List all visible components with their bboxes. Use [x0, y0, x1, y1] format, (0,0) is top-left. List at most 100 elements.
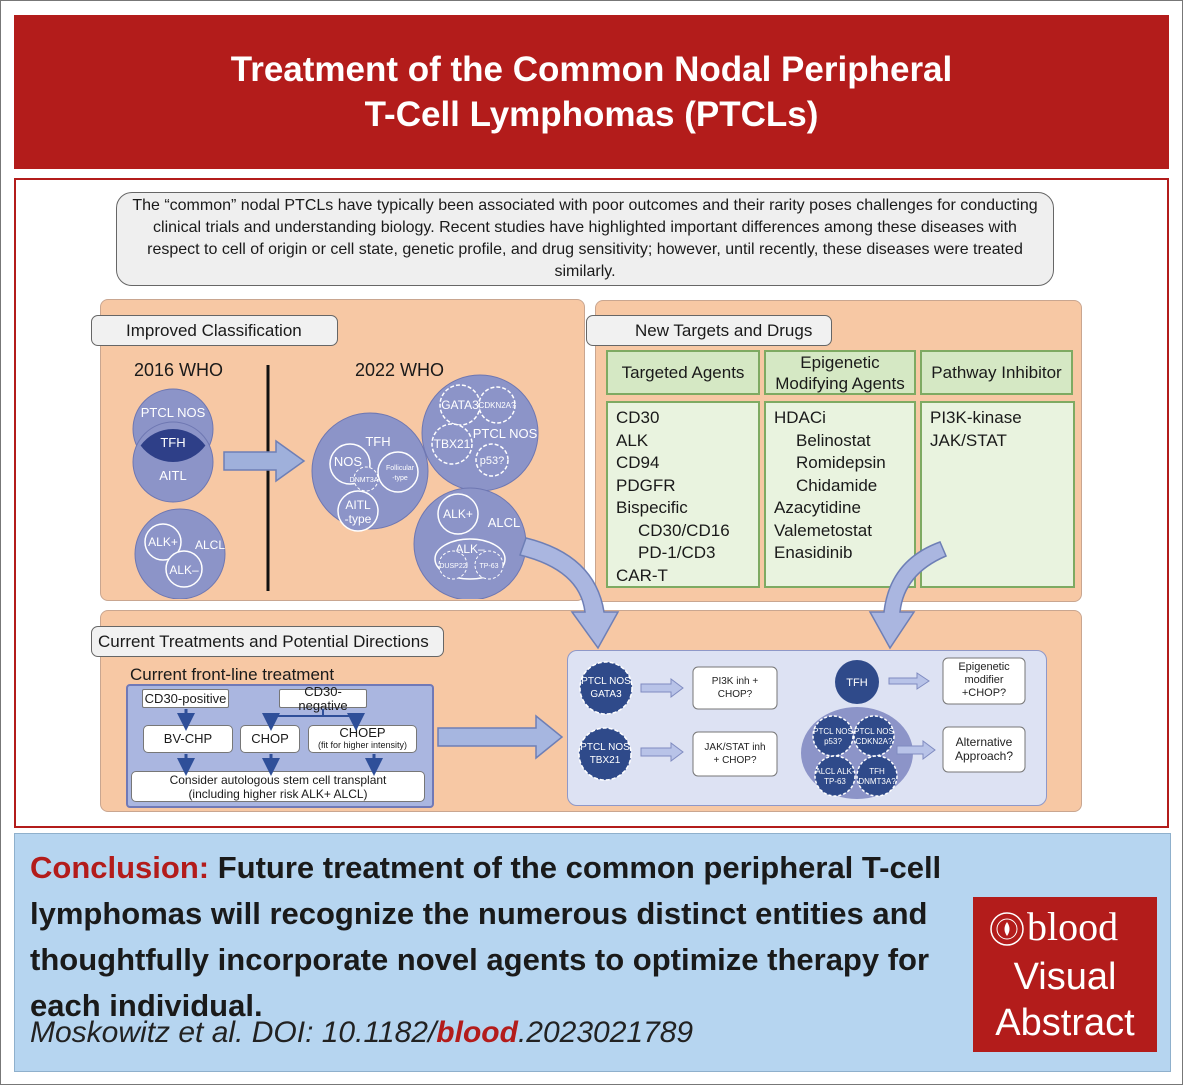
- right-p53-text: p53?: [480, 455, 504, 467]
- treatments-label-text: Current Treatments and Potential Directi…: [98, 631, 429, 651]
- citation-prefix: Moskowitz et al. DOI: 10.1182/: [30, 1016, 437, 1049]
- bv-chp-text: BV-CHP: [163, 731, 213, 746]
- left-alcl-text: ALCL: [195, 538, 225, 552]
- right-cdkn2a-circle: [478, 386, 516, 424]
- right-p53-circle: [475, 443, 509, 477]
- pi3k-text-2: CHOP?: [718, 689, 753, 700]
- left-alk-pos-circle: [144, 523, 182, 561]
- targets-label: New Targets and Drugs: [586, 315, 832, 346]
- right-tbx21-circle: [431, 423, 473, 465]
- cluster-arrow: [896, 740, 936, 760]
- cluster-cdkn2a-text-2: CDKN2A?: [856, 737, 893, 746]
- right-tfh-text: TFH: [365, 434, 390, 449]
- drug-item: CD30: [616, 408, 660, 427]
- drug-item: PD-1/CD3: [638, 543, 716, 562]
- drug-item: CAR-T: [616, 565, 668, 585]
- drug-item: HDACi: [774, 408, 826, 427]
- future-directions-diagram: PTCL NOS GATA3 PI3K inh + CHOP? PTCL NOS…: [578, 657, 1026, 799]
- drug-item: Belinostat: [796, 430, 871, 450]
- title-banner: Treatment of the Common Nodal Peripheral…: [14, 15, 1169, 169]
- future-gata3-text-2: GATA3: [590, 689, 622, 700]
- drug-item: PDGFR: [616, 475, 676, 495]
- left-curved-arrow: [519, 537, 620, 650]
- cd30-negative-text: CD30-negative: [298, 683, 348, 713]
- targets-label-text: New Targets and Drugs: [635, 320, 813, 340]
- drug-item: CD30/CD16: [638, 520, 730, 540]
- future-gata3-circle: [579, 661, 633, 715]
- main-content-frame: [14, 178, 1169, 828]
- transplant-text-2: (including higher risk ALK+ ALCL): [188, 786, 368, 801]
- epi-text-1: Epigenetic: [958, 661, 1010, 673]
- tfh-overlap: [140, 428, 206, 463]
- right-dnmt3a-text: DNMT3A?: [350, 477, 383, 484]
- right-tbx21-text: TBX21: [434, 437, 471, 451]
- drug-item: Romidepsin: [796, 453, 886, 472]
- drug-item: CD94: [616, 453, 660, 472]
- future-tbx21-text-1: PTCL NOS: [580, 742, 630, 753]
- blood-visual-abstract-logo: blood Visual Abstract: [973, 897, 1157, 1052]
- epigenetic-agents-header: Epigenetic Modifying Agents: [764, 350, 916, 395]
- classification-label: Improved Classification: [91, 315, 338, 346]
- left-ptcl-nos-text: PTCL NOS: [141, 405, 206, 420]
- cluster-cdkn2a-circle: [853, 715, 895, 757]
- cluster-dnmt3a-text-1: TFH: [869, 767, 885, 776]
- targeted-agents-header-text: Targeted Agents: [621, 363, 745, 382]
- tfh-arrow: [888, 672, 930, 690]
- transplant-text-1: Consider autologous stem cell transplant: [169, 772, 387, 787]
- cd30-positive-text: CD30-positive: [144, 690, 227, 706]
- epigenetic-agents-header-text: Epigenetic Modifying Agents: [775, 352, 905, 393]
- cluster-cdkn2a-text-1: PTCL NOS: [854, 727, 894, 736]
- cluster-p53-circle: [812, 715, 854, 757]
- right-aitl-text-1: AITL: [345, 498, 371, 512]
- future-tfh-circle: [835, 660, 879, 704]
- conclusion-text: Future treatment of the common periphera…: [30, 850, 942, 1023]
- drug-item: Bispecific: [616, 498, 688, 517]
- right-cdkn2a-text: CDKN2A?: [479, 401, 516, 410]
- cluster-dnmt3a-circle: [856, 755, 898, 797]
- epigenetic-box: [942, 657, 1026, 705]
- left-tfh-text: TFH: [160, 435, 185, 450]
- future-tbx21-circle: [578, 727, 632, 781]
- cluster-tp63-text-1: ALCL ALK-: [815, 767, 855, 776]
- cd30-negative-box: CD30-negative: [279, 684, 367, 712]
- chop-text: CHOP: [251, 731, 289, 746]
- right-gata3-text: GATA3: [441, 398, 479, 412]
- conclusion-text-block: Conclusion: Future treatment of the comm…: [30, 845, 990, 1029]
- pi3k-text-1: PI3K inh +: [712, 676, 759, 687]
- drug-item: Enasidinib: [774, 543, 853, 562]
- right-alk-pos-circle: [437, 493, 479, 535]
- choep-note-text: (fit for higher intensity): [317, 740, 408, 750]
- conclusion-label: Conclusion:: [30, 850, 210, 885]
- right-follicular-text-1: Follicular: [386, 465, 415, 472]
- classification-diagram: PTCL NOS TFH AITL ALK+ ALCL ALK– TFH NOS…: [132, 365, 539, 599]
- drug-item: PI3K-kinase: [930, 408, 1022, 427]
- right-curved-arrow: [868, 541, 947, 650]
- brand-name: blood: [1027, 904, 1119, 949]
- epi-text-2: modifier: [964, 674, 1003, 686]
- future-tbx21-text-2: TBX21: [590, 755, 621, 766]
- citation-suffix: .2023021789: [517, 1016, 694, 1049]
- citation: Moskowitz et al. DOI: 10.1182/blood.2023…: [30, 1016, 693, 1050]
- right-alcl-text: ALCL: [488, 515, 521, 530]
- cluster-p53-text-1: PTCL NOS: [813, 727, 853, 736]
- gata3-arrow: [640, 678, 684, 698]
- transplant-box: Consider autologous stem cell transplant…: [131, 771, 425, 802]
- right-tp63-text: TP-63: [479, 563, 498, 570]
- alt-text-2: Approach?: [955, 749, 1013, 763]
- drug-item: ALK: [616, 430, 649, 450]
- pi3k-box: [692, 666, 778, 710]
- future-gata3-text-1: PTCL NOS: [581, 676, 631, 687]
- epi-text-3: +CHOP?: [962, 687, 1006, 699]
- right-follicular-circle: [377, 451, 419, 493]
- targeted-agents-header: Targeted Agents: [606, 350, 760, 395]
- cluster-tp63-circle: [814, 755, 856, 797]
- future-arrow: [437, 714, 564, 760]
- cluster-p53-text-2: p53?: [824, 737, 842, 746]
- jak-text-2: + CHOP?: [713, 755, 757, 766]
- left-alk-pos-text: ALK+: [148, 535, 178, 549]
- intro-text: The “common” nodal PTCLs have typically …: [132, 197, 1038, 280]
- right-dusp22-text: DUSP22: [439, 563, 466, 570]
- left-alk-neg-circle: [165, 550, 203, 588]
